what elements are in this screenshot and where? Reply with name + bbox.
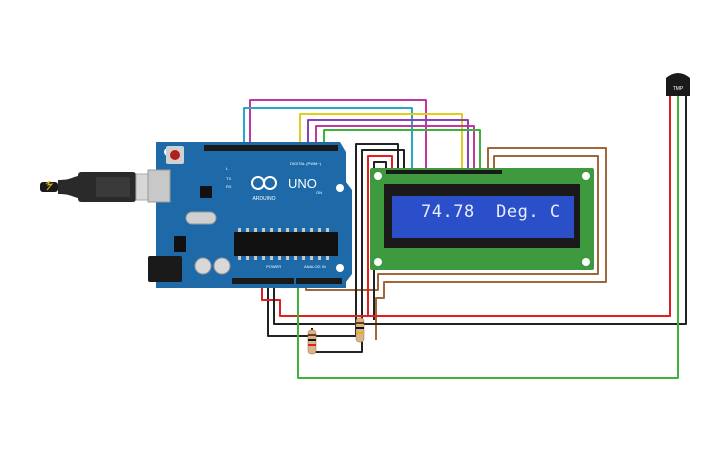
mounting-hole bbox=[582, 172, 590, 180]
wire-red-power[interactable] bbox=[261, 96, 671, 317]
lcd-screen bbox=[392, 196, 574, 238]
l-label: L bbox=[226, 166, 229, 171]
rx-label: RX bbox=[226, 184, 232, 189]
on-label: ON bbox=[316, 190, 322, 195]
wire-red-lcd[interactable] bbox=[367, 155, 393, 316]
wire-black-gnd[interactable] bbox=[273, 96, 687, 325]
wire-resistor-lead[interactable] bbox=[311, 328, 363, 353]
tx-label: TX bbox=[226, 176, 231, 181]
tmp-sensor[interactable]: TMP bbox=[666, 73, 690, 96]
analog-header[interactable] bbox=[296, 278, 342, 284]
resistor-1[interactable] bbox=[307, 329, 317, 355]
wires bbox=[243, 96, 687, 379]
wire-cyan[interactable] bbox=[243, 107, 413, 170]
wire-magenta[interactable] bbox=[249, 99, 427, 170]
model-label: UNO bbox=[288, 176, 317, 191]
capacitor bbox=[194, 257, 212, 275]
usb-socket bbox=[147, 169, 171, 203]
atmega-chip bbox=[234, 232, 338, 256]
wire-black-2[interactable] bbox=[361, 149, 405, 326]
wire-brown-1[interactable] bbox=[375, 147, 607, 340]
resistor-2[interactable] bbox=[355, 317, 365, 343]
lcd-display-text: 74.78 Deg. C bbox=[421, 202, 561, 222]
digital-header-label: DIGITAL (PWM~) bbox=[290, 161, 322, 166]
wire-brown-2[interactable] bbox=[305, 155, 599, 291]
mounting-hole bbox=[374, 258, 382, 266]
lcd-pin-header[interactable] bbox=[386, 170, 502, 174]
wire-magenta-2[interactable] bbox=[315, 125, 475, 170]
brand-label: ARDUINO bbox=[252, 196, 275, 202]
wire-green-1[interactable] bbox=[323, 129, 481, 170]
lcd-module[interactable]: 74.78 Deg. C bbox=[370, 168, 594, 270]
wire-purple-1[interactable] bbox=[307, 119, 469, 170]
capacitor bbox=[213, 257, 231, 275]
usb-chip bbox=[200, 186, 212, 198]
wire-yellow[interactable] bbox=[299, 113, 463, 170]
mounting-hole bbox=[582, 258, 590, 266]
analog-header-label: ANALOG IN bbox=[304, 264, 326, 269]
crystal bbox=[185, 211, 217, 225]
regulator bbox=[174, 236, 186, 252]
wire-green-sensor[interactable] bbox=[297, 96, 679, 379]
mounting-hole bbox=[374, 172, 382, 180]
mounting-hole bbox=[336, 264, 344, 272]
wire-black-1[interactable] bbox=[267, 143, 399, 337]
power-header-label: POWER bbox=[266, 264, 281, 269]
power-jack bbox=[148, 256, 182, 282]
arduino-uno-board[interactable]: ARDUINO UNO TX RX ON L DIGITAL (PWM~) PO… bbox=[147, 142, 352, 288]
usb-cable[interactable] bbox=[40, 172, 157, 202]
mounting-hole bbox=[336, 184, 344, 192]
sensor-label: TMP bbox=[673, 86, 684, 92]
digital-header[interactable] bbox=[204, 145, 338, 151]
power-header[interactable] bbox=[232, 278, 294, 284]
arduino-logo-icon bbox=[251, 176, 277, 190]
